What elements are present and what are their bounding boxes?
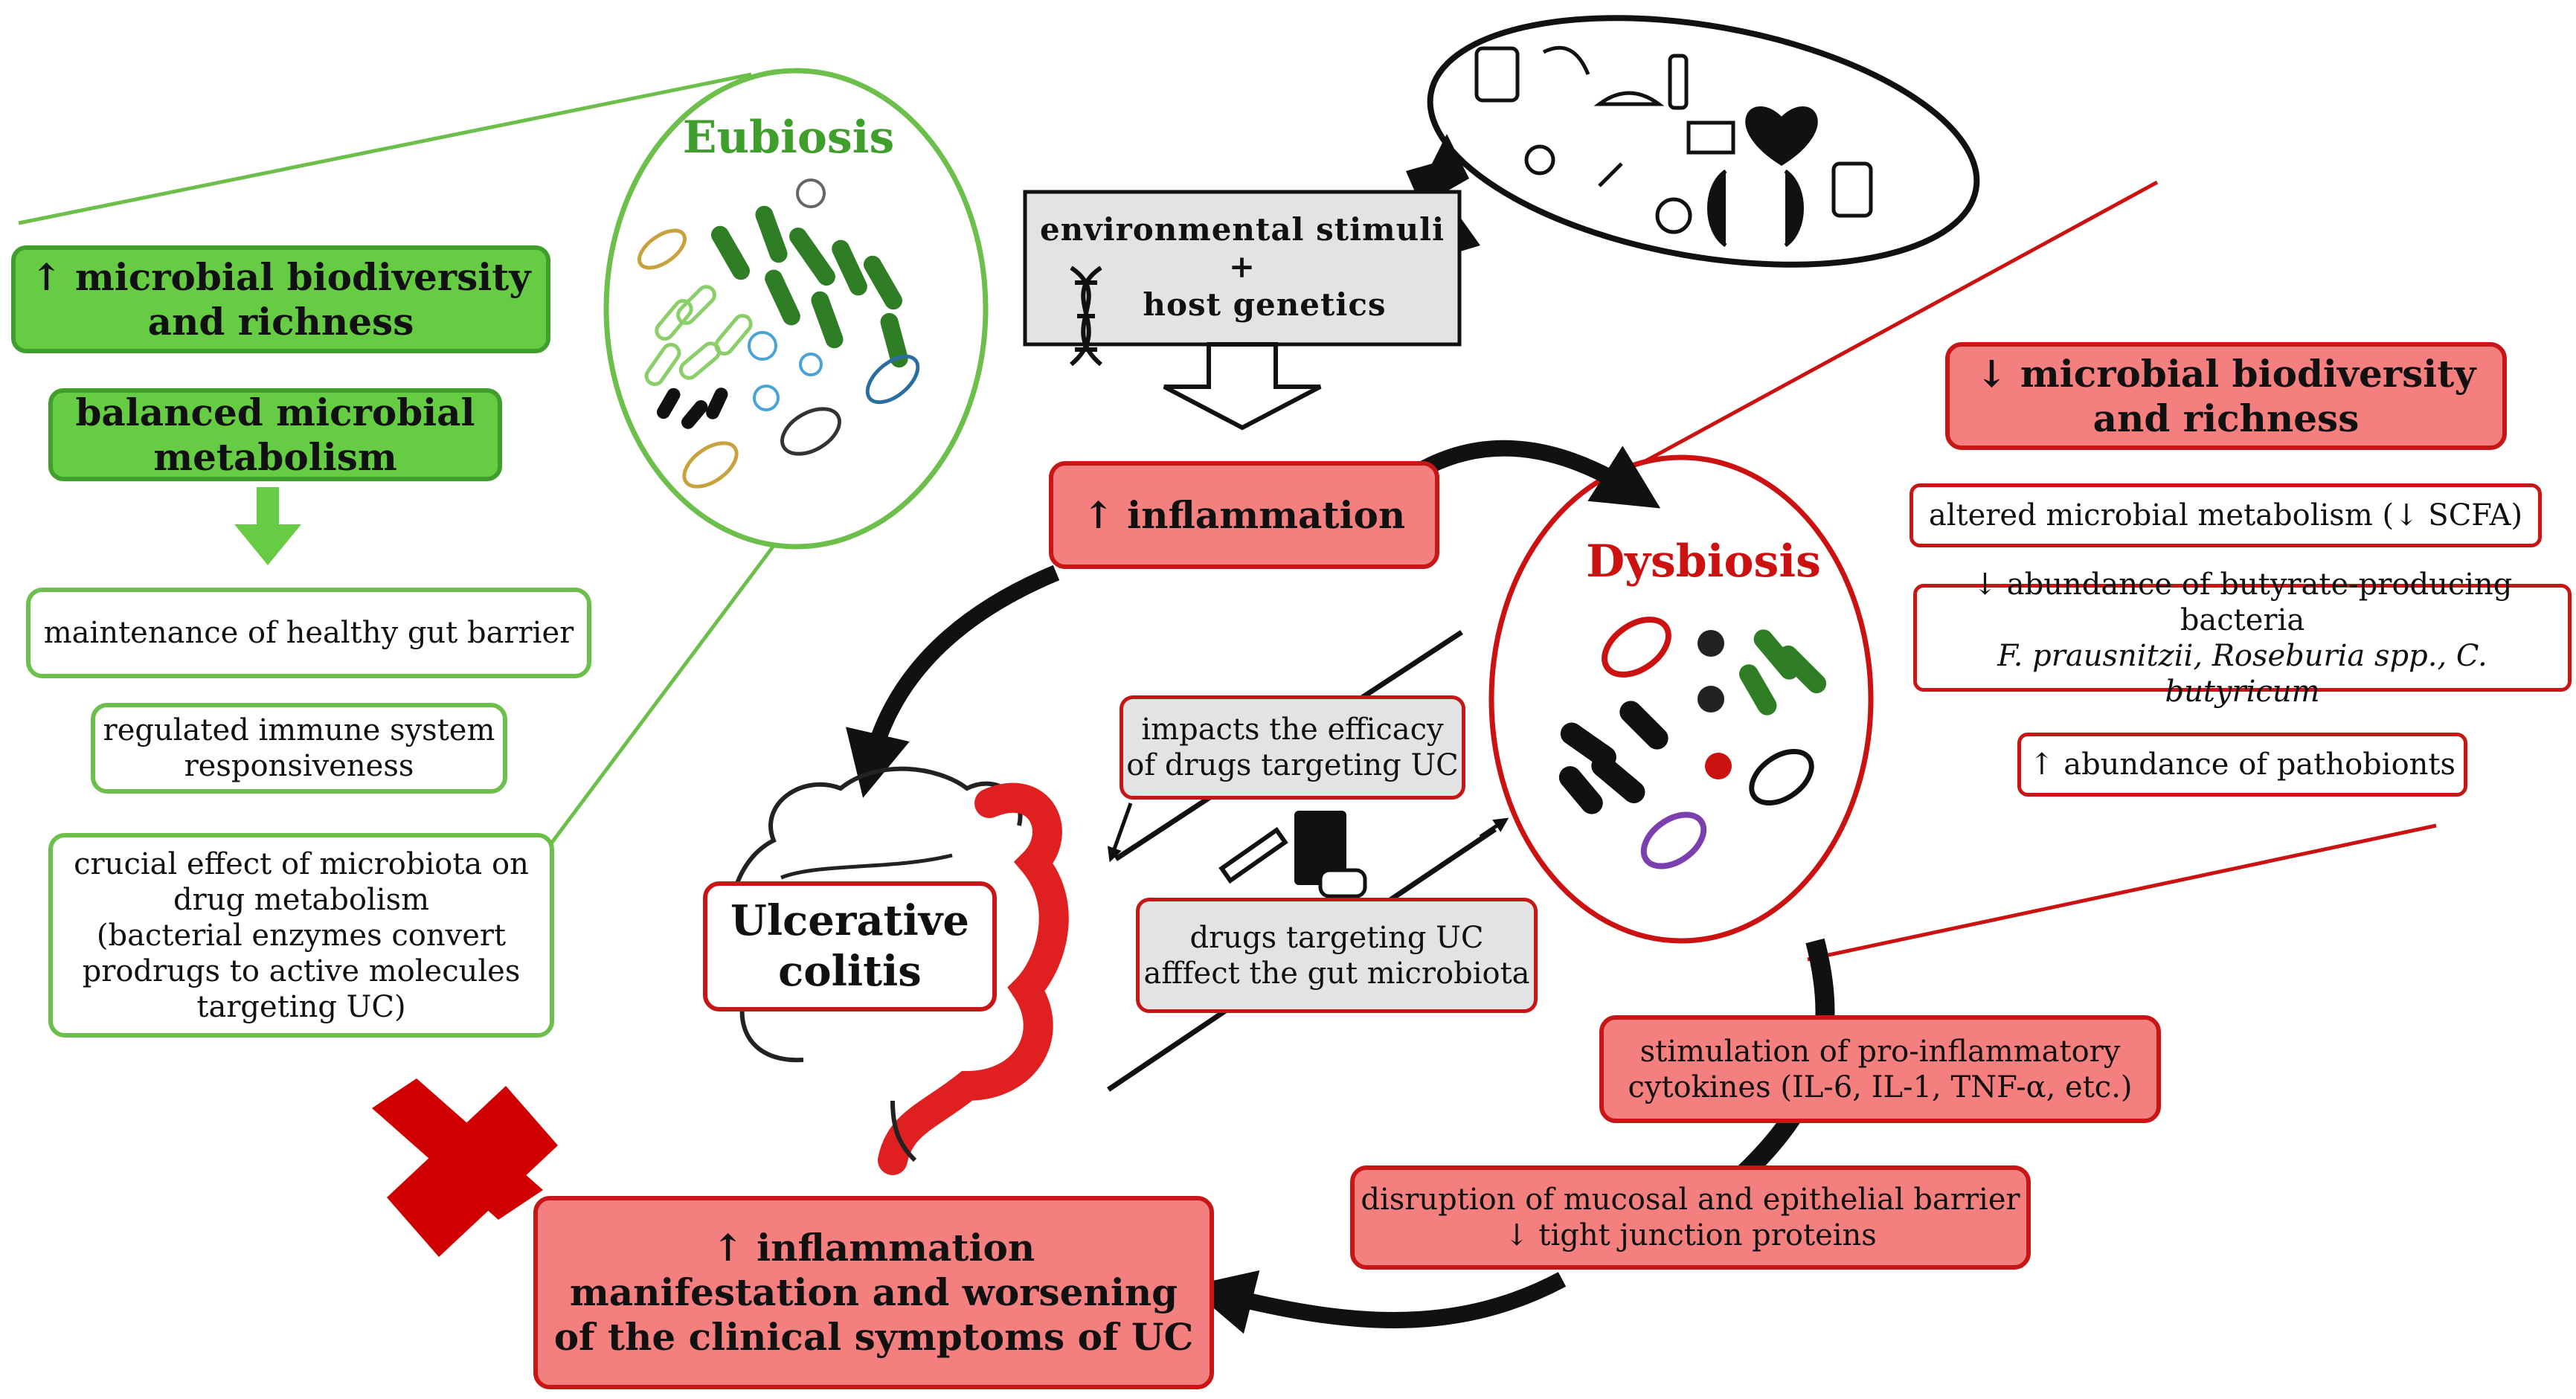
dysbiosis-zoom-line-bottom bbox=[1807, 823, 2437, 962]
outcome-line2: manifestation and worsening bbox=[569, 1270, 1178, 1314]
dysbiosis-biodiversity-line2: and richness bbox=[2092, 396, 2360, 440]
drug-metabolism-line1: crucial effect of microbiota on bbox=[74, 846, 529, 881]
environmental-factors-oval bbox=[1427, 15, 1980, 268]
inflammation-box: ↑ inflammation bbox=[1049, 461, 1439, 569]
uc-line1: Ulcerative bbox=[730, 896, 969, 946]
pathobionts-box: ↑ abundance of pathobionts bbox=[2017, 733, 2467, 797]
impacts-efficacy-box: impacts the efficacy of drugs targeting … bbox=[1120, 695, 1465, 800]
barrier-line2: ↓ tight junction proteins bbox=[1504, 1218, 1877, 1252]
dysbiosis-title: Dysbiosis bbox=[1586, 536, 1821, 588]
gut-barrier-box: maintenance of healthy gut barrier bbox=[26, 588, 591, 678]
eubiosis-metabolism-box: balanced microbial metabolism bbox=[48, 388, 502, 481]
drug-icon bbox=[1218, 811, 1367, 898]
dysbiosis-bacteria-icon bbox=[1558, 617, 1827, 869]
butyrate-species: F. prausnitzii, Roseburia spp., C. butyr… bbox=[1997, 638, 2487, 709]
eubiosis-metabolism-line2: metabolism bbox=[153, 434, 397, 479]
stimuli-line3: host genetics bbox=[1143, 286, 1387, 323]
arrow-to-microbiota bbox=[1479, 817, 1509, 839]
barrier-line1: disruption of mucosal and epithelial bar… bbox=[1361, 1183, 2020, 1217]
cytokines-line2: cytokines (IL-6, IL-1, TNF-α, etc.) bbox=[1628, 1070, 2133, 1104]
butyrate-line1: ↓ abundance of butyrate-producing bacter… bbox=[1972, 567, 2513, 637]
eubiosis-biodiversity-line1: ↑ microbial biodiversity bbox=[30, 254, 531, 299]
eubiosis-zoom-line-top bbox=[18, 72, 752, 225]
arrow-inflammation-to-uc bbox=[846, 565, 1060, 798]
drug-metabolism-line4: prodrugs to active molecules bbox=[82, 953, 521, 988]
arrow-to-outcome bbox=[1188, 1270, 1567, 1334]
eubiosis-biodiversity-box: ↑ microbial biodiversity and richness bbox=[11, 245, 550, 353]
gut-barrier-text: maintenance of healthy gut barrier bbox=[43, 616, 574, 650]
uc-line2: colitis bbox=[778, 946, 922, 996]
immune-line1: regulated immune system bbox=[103, 713, 495, 747]
barrier-box: disruption of mucosal and epithelial bar… bbox=[1350, 1165, 2031, 1270]
eubiosis-bacteria-icon bbox=[637, 179, 920, 489]
arrow-inflammation-to-dysbiosis bbox=[1413, 440, 1661, 509]
dna-icon bbox=[1070, 266, 1102, 367]
altered-metabolism-text: altered microbial metabolism (↓ SCFA) bbox=[1928, 498, 2523, 533]
impacts-line2: of drugs targeting UC bbox=[1126, 748, 1459, 782]
drug-metabolism-line3: (bacterial enzymes convert bbox=[96, 918, 507, 953]
dysbiosis-biodiversity-box: ↓ microbial biodiversity and richness bbox=[1945, 342, 2507, 450]
green-down-arrow-icon bbox=[234, 487, 301, 565]
uc-box: Ulcerative colitis bbox=[703, 881, 997, 1012]
dysbiosis-zoom-line-top bbox=[1616, 180, 2159, 478]
inflammation-text: ↑ inflammation bbox=[1082, 492, 1406, 537]
drugs-affect-line1: drugs targeting UC bbox=[1189, 920, 1484, 955]
inhibition-icon bbox=[372, 1078, 558, 1257]
outcome-line1: ↑ inflammation bbox=[712, 1226, 1035, 1270]
drug-metabolism-box: crucial effect of microbiota on drug met… bbox=[48, 833, 554, 1038]
immune-line2: responsiveness bbox=[184, 749, 414, 783]
impacts-line1: impacts the efficacy bbox=[1141, 713, 1444, 747]
dysbiosis-circle bbox=[1488, 454, 1874, 944]
stimuli-box: environmental stimuli + host genetics bbox=[1038, 202, 1447, 332]
immune-box: regulated immune system responsiveness bbox=[91, 703, 507, 794]
dysbiosis-biodiversity-line1: ↓ microbial biodiversity bbox=[1976, 351, 2476, 396]
eubiosis-title: Eubiosis bbox=[682, 112, 895, 164]
drug-metabolism-line5: targeting UC) bbox=[196, 989, 406, 1024]
altered-metabolism-box: altered microbial metabolism (↓ SCFA) bbox=[1909, 483, 2542, 547]
eubiosis-biodiversity-line2: and richness bbox=[147, 299, 414, 344]
arrow-to-colitis bbox=[1107, 803, 1133, 863]
eubiosis-metabolism-line1: balanced microbial bbox=[75, 390, 475, 434]
down-arrow-icon bbox=[1163, 342, 1322, 431]
drugs-affect-box: drugs targeting UC afffect the gut micro… bbox=[1136, 898, 1538, 1013]
cytokines-line1: stimulation of pro-inflammatory bbox=[1639, 1034, 2121, 1069]
stimuli-line2: + bbox=[1228, 248, 1256, 286]
butyrate-box: ↓ abundance of butyrate-producing bacter… bbox=[1913, 567, 2572, 709]
cytokines-box: stimulation of pro-inflammatory cytokine… bbox=[1599, 1015, 2161, 1123]
lifestyle-factors-icons bbox=[1474, 45, 1873, 248]
drugs-affect-line2: afffect the gut microbiota bbox=[1143, 956, 1530, 991]
drug-metabolism-line2: drug metabolism bbox=[173, 882, 430, 917]
outcome-line3: of the clinical symptoms of UC bbox=[553, 1315, 1194, 1359]
pathobionts-text: ↑ abundance of pathobionts bbox=[2029, 747, 2456, 782]
stimuli-line1: environmental stimuli bbox=[1039, 210, 1445, 248]
outcome-box: ↑ inflammation manifestation and worseni… bbox=[533, 1196, 1214, 1389]
